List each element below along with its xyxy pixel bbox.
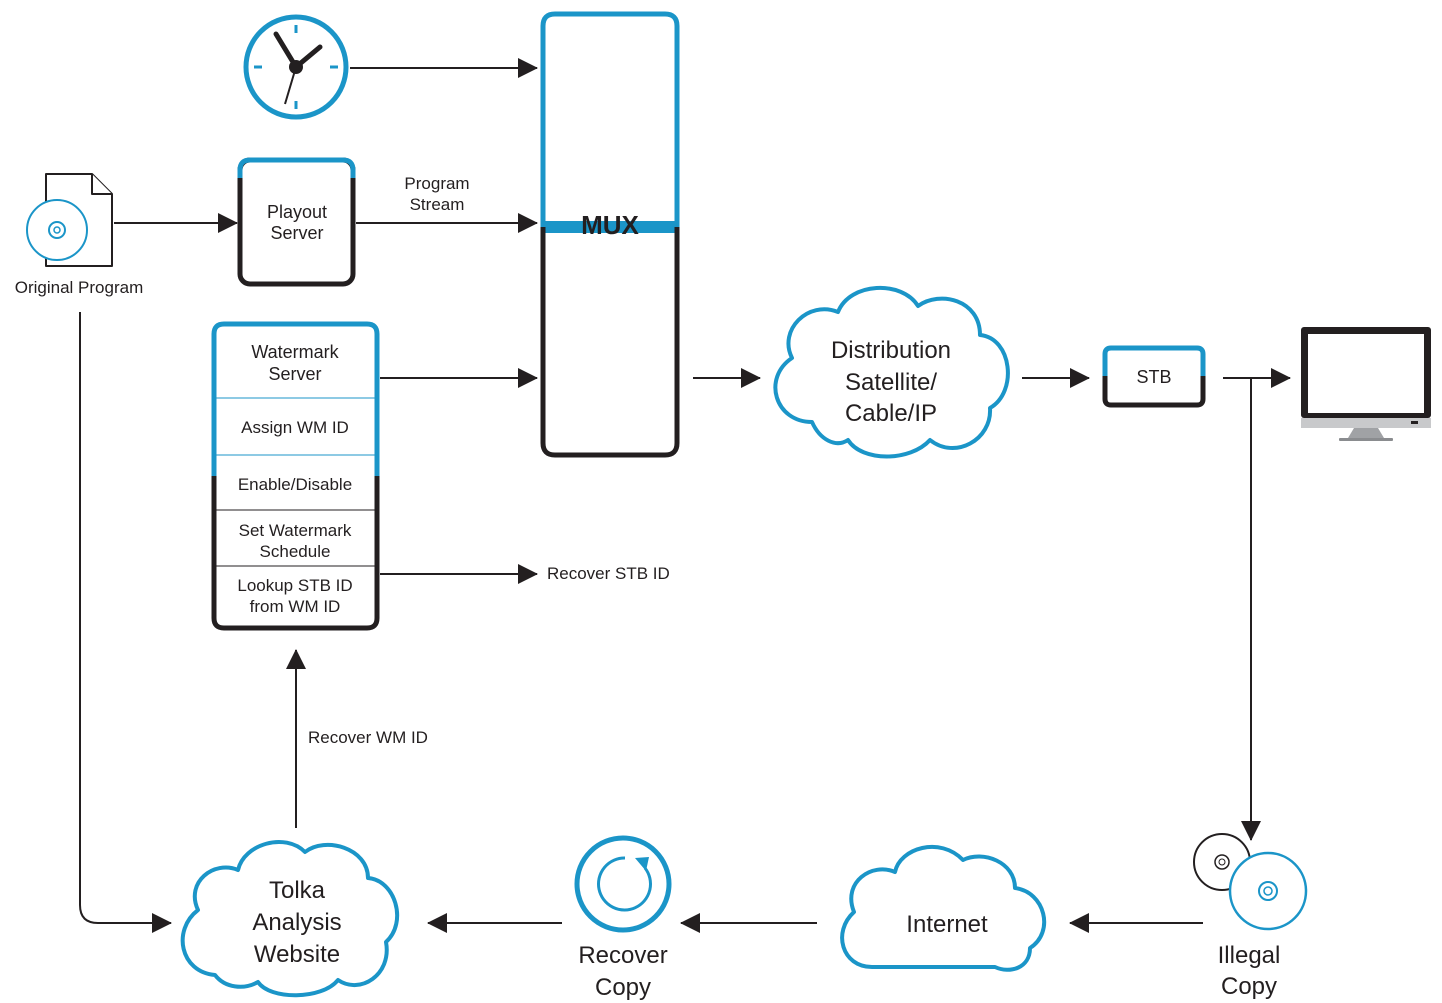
connectors: [79, 58, 1291, 933]
recover-stb-id-label: Recover STB ID: [547, 564, 670, 583]
lookup-label-line1: Lookup STB ID: [237, 576, 352, 595]
clock-icon: [243, 14, 349, 120]
disc-document-icon: [26, 173, 113, 267]
monitor-icon: [1301, 327, 1431, 441]
set-schedule-label-line2: Schedule: [260, 542, 331, 561]
program-stream-label-line2: Stream: [410, 195, 465, 214]
watermark-server-label-line2: Server: [268, 364, 321, 384]
recover-copy-label-line1: Recover: [578, 942, 667, 969]
playout-server-label-line2: Server: [270, 223, 323, 243]
program-to-tolka-arrow: [79, 312, 172, 933]
recover-wm-id-label: Recover WM ID: [308, 728, 428, 747]
stb-label: STB: [1136, 367, 1171, 387]
watermark-server-label-line1: Watermark: [251, 342, 339, 362]
playout-server-label-line1: Playout: [267, 202, 327, 222]
discs-icon: [1193, 833, 1308, 931]
program-stream-label-line1: Program: [404, 174, 469, 193]
original-program-label: Original Program: [15, 278, 144, 297]
distribution-label-line1: Distribution: [831, 337, 951, 364]
refresh-icon: [574, 835, 672, 933]
distribution-label-line2: Satellite/: [845, 369, 937, 396]
mux-box[interactable]: MUX: [538, 8, 683, 458]
internet-cloud-icon: [840, 844, 1047, 972]
distribution-label-line3: Cable/IP: [845, 400, 937, 427]
internet-label: Internet: [906, 911, 988, 938]
set-schedule-label-line1: Set Watermark: [239, 521, 352, 540]
watermark-server-box[interactable]: Watermark Server Assign WM ID Enable/Dis…: [211, 321, 380, 631]
illegal-copy-label-line2: Copy: [1221, 973, 1277, 1000]
recover-copy-label-line2: Copy: [595, 974, 651, 1001]
lookup-label-line2: from WM ID: [250, 597, 341, 616]
enable-disable-label: Enable/Disable: [238, 475, 352, 494]
illegal-copy-label-line1: Illegal: [1218, 942, 1281, 969]
mux-label: MUX: [581, 210, 639, 240]
stb-box[interactable]: STB: [1102, 345, 1206, 408]
distribution-cloud-icon: [773, 285, 1010, 459]
tolka-cloud-icon: [180, 840, 400, 998]
playout-server-box[interactable]: Playout Server: [237, 157, 356, 287]
tolka-label-line3: Website: [254, 941, 340, 968]
tolka-label-line2: Analysis: [252, 909, 341, 936]
assign-wm-id-label: Assign WM ID: [241, 418, 349, 437]
tolka-label-line1: Tolka: [269, 877, 326, 904]
